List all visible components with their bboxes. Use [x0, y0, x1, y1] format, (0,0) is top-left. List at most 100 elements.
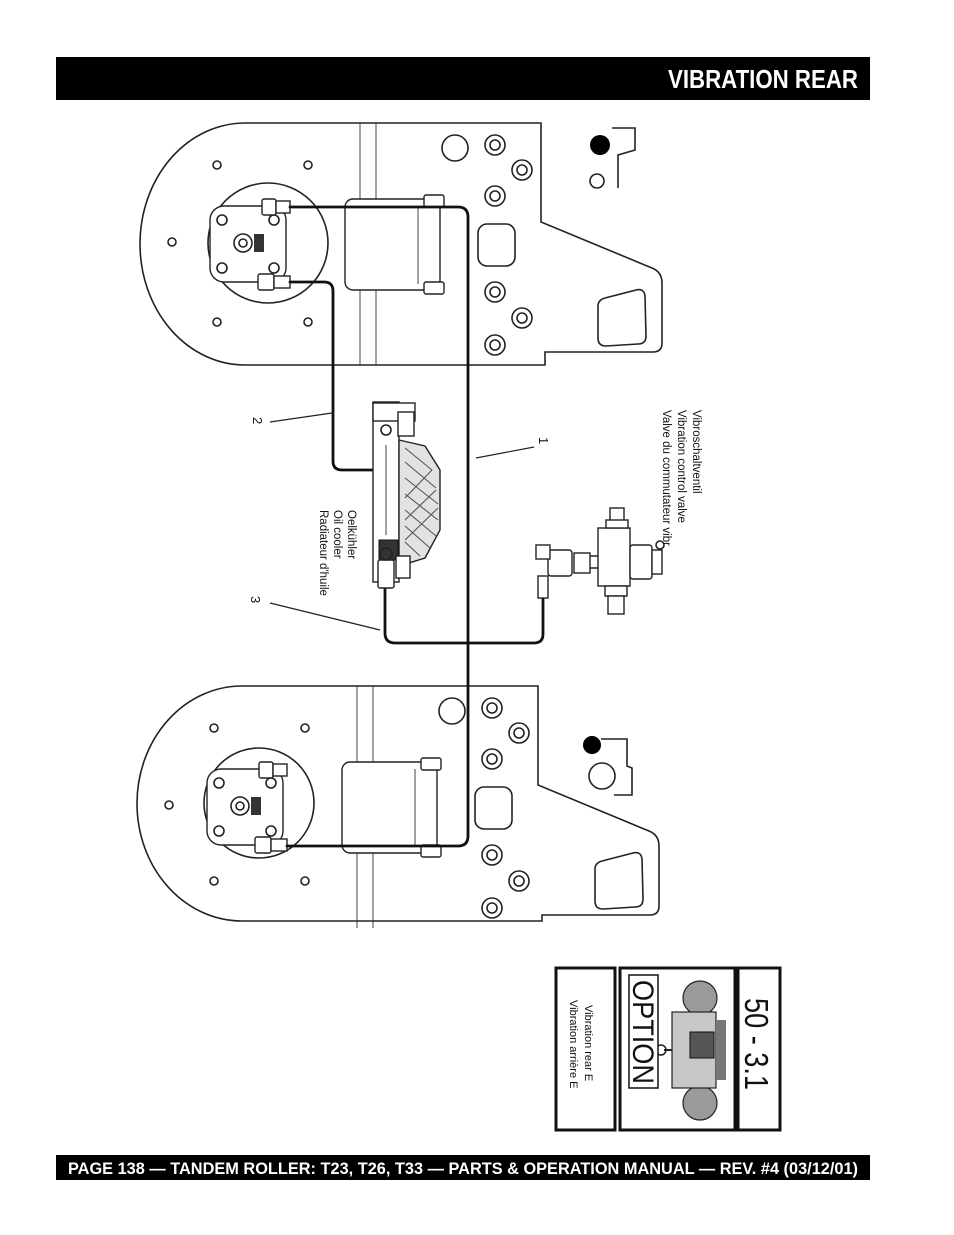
bolt-hole-inner	[486, 902, 498, 914]
bolt-hole-outer	[511, 307, 533, 329]
vibration-motor	[209, 198, 291, 291]
bracket-tab	[420, 757, 442, 771]
bolt-hole-inner	[486, 849, 498, 861]
callout-2: 2	[250, 417, 265, 424]
motor-body	[209, 205, 287, 283]
cooler-label-de: Oelkühler	[345, 510, 357, 559]
mounting-hole	[300, 723, 310, 733]
frame-cutout	[477, 223, 516, 267]
oil-cooler	[372, 401, 441, 589]
motor-shaft-center	[235, 801, 245, 811]
caption-en: Vibration rear E	[582, 1005, 594, 1081]
valve-label-fr: Valve du commutateur vibr.	[660, 410, 672, 549]
motor-bolt	[216, 262, 228, 274]
mounting-hole	[167, 237, 177, 247]
motor-bolt	[213, 777, 225, 789]
position-bracket	[612, 127, 636, 188]
roller-drum	[682, 1085, 718, 1121]
header-bar: VIBRATION REAR	[56, 57, 870, 100]
mounting-hole	[212, 160, 222, 170]
bolt-hole-outer	[481, 897, 503, 919]
footer-text: PAGE 138 — TANDEM ROLLER: T23, T26, T33 …	[68, 1159, 858, 1178]
bolt-holes	[484, 134, 533, 356]
valve-elbow-fitting	[535, 544, 551, 560]
motor-fitting	[275, 200, 291, 214]
footer-background	[56, 1155, 870, 1180]
valve-label-en: Vibration control valve	[675, 410, 687, 523]
header-background	[56, 57, 870, 100]
bolt-hole-outer	[508, 870, 530, 892]
cooler-fitting	[395, 555, 411, 579]
frame-outline	[139, 122, 663, 366]
callout-3: 3	[248, 596, 263, 603]
valve-body	[597, 527, 631, 587]
roller-engine-hood	[716, 1020, 726, 1080]
bolt-hole-outer	[484, 334, 506, 356]
upper-drum-frame	[139, 122, 663, 366]
option-box: Vibration rear E Vibration arrière E OPT…	[554, 966, 782, 1132]
valve-top-fitting	[605, 519, 629, 529]
bolt-hole-inner	[486, 702, 498, 714]
valve-solenoid	[629, 544, 653, 580]
option-label-box	[628, 974, 659, 1089]
valve-bottom-fitting	[607, 595, 625, 615]
tank-bracket	[344, 198, 441, 291]
roller-illustration	[655, 980, 726, 1121]
position-dot	[583, 736, 601, 754]
motor-fitting	[270, 838, 288, 852]
valve-label: Vibroschaltventil Vibration control valv…	[660, 410, 702, 549]
motor-fitting	[272, 763, 288, 777]
bolt-hole-inner	[489, 339, 501, 351]
roller-drum	[682, 980, 718, 1016]
valve-solenoid-ring	[655, 540, 665, 550]
mounting-hole	[300, 876, 310, 886]
bolt-hole-inner	[489, 139, 501, 151]
position-circle	[588, 762, 616, 790]
bolt-hole-outer	[511, 159, 533, 181]
motor-fitting	[258, 761, 274, 779]
callout-1: 1	[536, 437, 551, 444]
motor-shaft	[230, 796, 250, 816]
cooler-label: Oelkühler Oil cooler Radiateur d'huile	[317, 510, 357, 596]
cooler-label-fr: Radiateur d'huile	[317, 510, 329, 596]
bolt-hole-inner	[516, 164, 528, 176]
option-label: OPTION	[626, 980, 659, 1084]
mounting-hole	[303, 160, 313, 170]
valve-elbow-fitting	[547, 549, 573, 577]
motor-nameplate	[254, 234, 264, 252]
motor-nameplate	[251, 797, 261, 815]
bolt-hole-outer	[481, 844, 503, 866]
motor-fitting	[254, 836, 272, 854]
leader-line-2	[269, 412, 333, 423]
motor-bolt	[268, 262, 280, 274]
cooler-bolt	[380, 424, 392, 436]
valve-solenoid-cap	[651, 549, 663, 575]
valve-side-fitting	[573, 552, 591, 574]
leader-line-3	[269, 602, 381, 631]
mounting-hole	[209, 876, 219, 886]
motor-fitting	[273, 275, 291, 289]
bolt-hole-outer	[484, 134, 506, 156]
bolt-hole-outer	[508, 722, 530, 744]
frame-cutout	[474, 786, 513, 830]
caption-panel	[554, 966, 617, 1132]
bracket-tab	[423, 281, 445, 295]
upper-position-symbol	[589, 127, 636, 189]
position-dot	[590, 135, 610, 155]
motor-flange	[207, 182, 329, 304]
frame-outline	[136, 685, 660, 922]
mounting-hole	[164, 800, 174, 810]
lower-position-symbol	[583, 736, 633, 796]
motor-flange	[203, 747, 315, 859]
cooler-port	[379, 547, 393, 561]
large-hole	[438, 697, 466, 725]
motor-bolt	[265, 825, 277, 837]
cooler-top-bracket	[397, 411, 415, 437]
motor-shaft	[233, 233, 253, 253]
valve-hose-end	[537, 575, 549, 599]
bolt-holes	[481, 697, 530, 919]
mounting-hole	[209, 723, 219, 733]
hose-3	[383, 586, 545, 645]
